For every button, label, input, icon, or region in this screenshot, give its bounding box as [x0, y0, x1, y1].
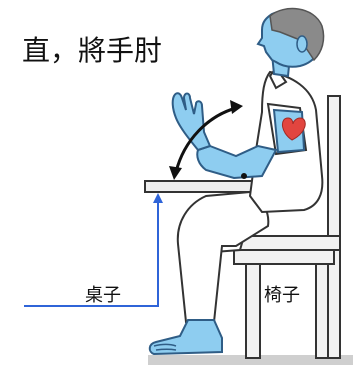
hand [171, 92, 212, 152]
floor [148, 355, 353, 365]
chair-front-leg [245, 263, 261, 359]
elbow-marker [241, 173, 247, 179]
chair-label: 椅子 [264, 285, 300, 306]
chair-back [327, 95, 341, 359]
foot [148, 319, 223, 356]
forearm [196, 144, 278, 180]
toes [153, 343, 177, 351]
chair-rear-leg [315, 263, 329, 359]
table-pointer-line [24, 198, 159, 307]
table-top [144, 180, 260, 193]
arrowhead-bottom [169, 166, 182, 180]
arrowhead-top [230, 100, 243, 114]
heart-icon [282, 117, 306, 141]
table-pointer-arrowhead [153, 193, 163, 203]
chair-frame [233, 249, 335, 265]
table-label: 桌子 [85, 285, 121, 306]
instruction-text: 直，將手肘 [22, 34, 163, 67]
ear [296, 35, 308, 53]
curved-double-arrow-icon [174, 106, 237, 173]
